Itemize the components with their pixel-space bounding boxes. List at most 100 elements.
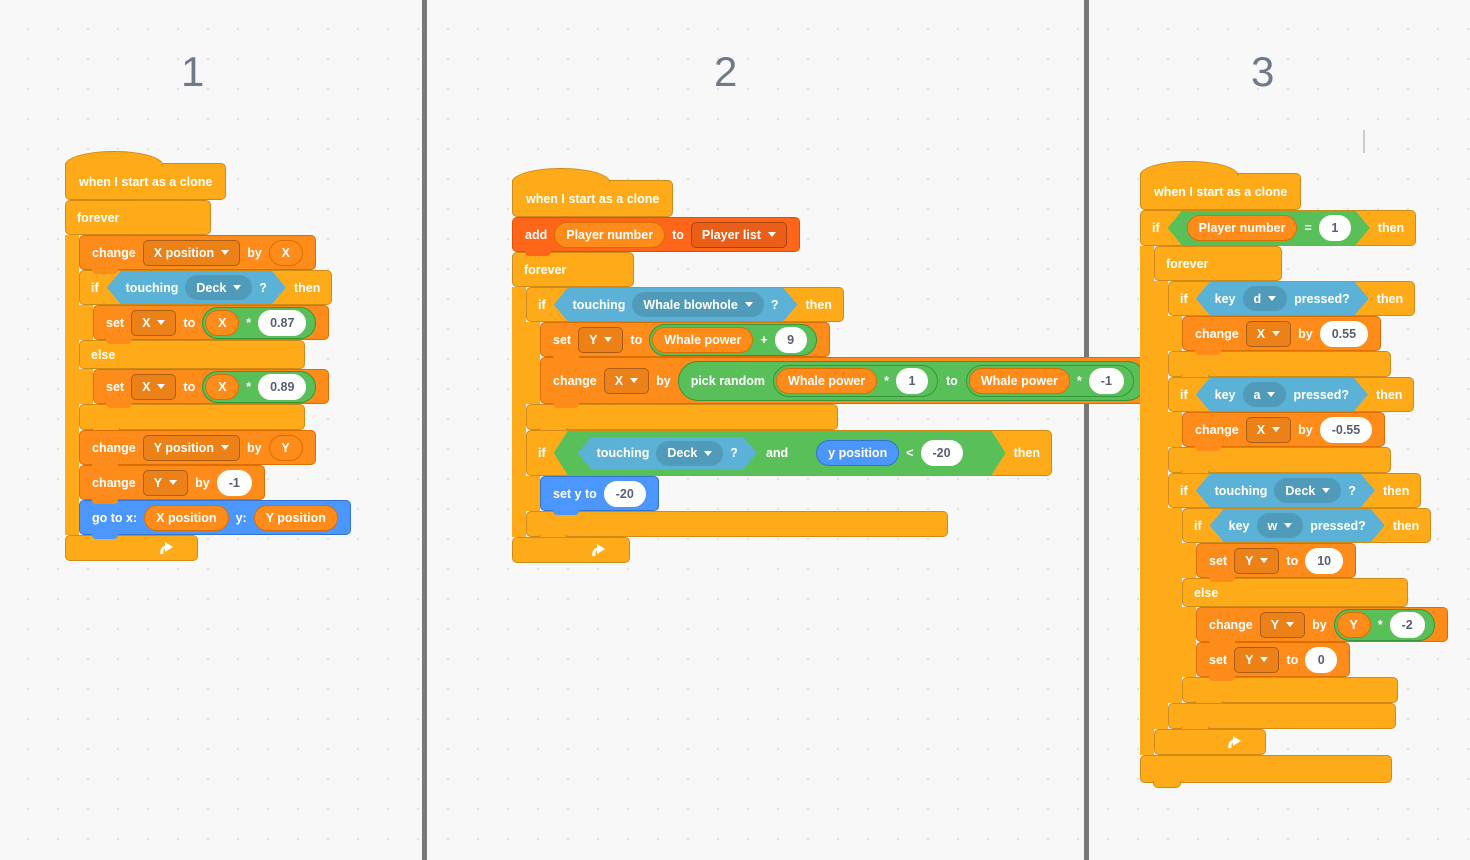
multiply-operator[interactable]: X * 0.89 xyxy=(202,370,317,403)
number-input[interactable]: 1 xyxy=(1319,215,1351,241)
change-variable-block[interactable]: change Y by -1 xyxy=(79,465,265,504)
if-header[interactable]: if key d pressed? then xyxy=(1168,281,1416,316)
number-input[interactable]: 0.89 xyxy=(258,373,307,400)
variable-x-reporter[interactable]: X xyxy=(205,373,240,400)
add-operator[interactable]: Whale power + 9 xyxy=(649,323,817,356)
variable-whale-power-reporter[interactable]: Whale power xyxy=(652,326,754,353)
set-variable-block[interactable]: set Y to 0 xyxy=(1196,642,1351,681)
variable-dropdown[interactable]: X xyxy=(603,367,650,394)
list-dropdown[interactable]: Player list xyxy=(690,221,787,248)
variable-whale-power-reporter[interactable]: Whale power xyxy=(776,367,878,394)
if-footer[interactable] xyxy=(1168,703,1396,734)
if-header[interactable]: if Player number = 1 then xyxy=(1140,210,1417,246)
variable-x-reporter[interactable]: X xyxy=(268,239,303,266)
number-input[interactable]: 1 xyxy=(896,367,928,394)
if-header[interactable]: if touching Whale blowhole ? then xyxy=(526,287,844,322)
number-input[interactable]: -1 xyxy=(1088,367,1124,394)
number-input[interactable]: 0.55 xyxy=(1319,320,1369,347)
else-bar[interactable]: else xyxy=(1182,578,1408,607)
if-block[interactable]: if key d pressed? then xyxy=(1168,281,1416,382)
if-else-block[interactable]: if key w pressed? xyxy=(1182,508,1448,708)
touching-target-dropdown[interactable]: Deck xyxy=(656,441,723,466)
forever-footer[interactable] xyxy=(65,535,198,561)
variable-y-reporter[interactable]: Y xyxy=(1336,611,1371,638)
equals-condition[interactable]: Player number = 1 xyxy=(1168,211,1370,245)
if-footer[interactable] xyxy=(1140,755,1392,788)
number-input[interactable]: -20 xyxy=(921,440,963,466)
forever-header[interactable]: forever xyxy=(512,252,634,287)
number-input[interactable]: 0 xyxy=(1305,646,1338,673)
change-variable-block[interactable]: change Y by Y * xyxy=(1196,607,1448,646)
and-condition[interactable]: touching Deck ? and y position < -20 xyxy=(554,431,1006,475)
if-header[interactable]: if touching Deck ? and y position xyxy=(526,430,1052,476)
forever-block[interactable]: forever if touching Whale blowhole ? the… xyxy=(512,252,1160,563)
when-start-as-clone-hat[interactable]: when I start as a clone xyxy=(511,168,674,217)
variable-dropdown[interactable]: X xyxy=(1245,416,1292,443)
if-else-footer[interactable] xyxy=(1182,677,1398,708)
forever-header[interactable]: forever xyxy=(65,200,211,235)
variable-whale-power-reporter[interactable]: Whale power xyxy=(968,367,1070,394)
variable-dropdown[interactable]: Y xyxy=(1234,547,1280,574)
set-variable-block[interactable]: set X to X * 0.89 xyxy=(93,369,330,408)
touching-condition[interactable]: touching Deck ? xyxy=(578,437,757,470)
multiply-operator[interactable]: Whale power * 1 xyxy=(773,364,938,397)
if-header[interactable]: if touching Deck ? then xyxy=(1168,473,1422,508)
key-pressed-condition[interactable]: key w pressed? xyxy=(1210,509,1385,542)
number-input[interactable]: 9 xyxy=(774,326,807,353)
touching-target-dropdown[interactable]: Whale blowhole xyxy=(632,292,763,317)
change-variable-block[interactable]: change X position by X xyxy=(79,235,316,274)
set-variable-block[interactable]: set Y to Whale power + 9 xyxy=(540,322,830,361)
variable-xposition-reporter[interactable]: X position xyxy=(144,504,229,531)
change-variable-block[interactable]: change X by pick random Whale power * 1 xyxy=(540,357,1160,408)
go-to-xy-block[interactable]: go to x: X position y: Y position xyxy=(79,500,351,539)
variable-player-number-reporter[interactable]: Player number xyxy=(1187,215,1298,241)
touching-condition[interactable]: touching Whale blowhole ? xyxy=(554,288,798,321)
touching-target-dropdown[interactable]: Deck xyxy=(185,275,252,300)
forever-header[interactable]: forever xyxy=(1154,246,1282,281)
number-input[interactable]: 0.87 xyxy=(258,309,307,336)
number-input[interactable]: -0.55 xyxy=(1319,416,1373,443)
if-header[interactable]: if key a pressed? then xyxy=(1168,377,1415,412)
key-dropdown[interactable]: d xyxy=(1243,286,1288,311)
set-variable-block[interactable]: set Y to 10 xyxy=(1196,543,1357,582)
key-dropdown[interactable]: w xyxy=(1257,513,1304,538)
add-to-list-block[interactable]: add Player number to Player list xyxy=(512,217,800,256)
multiply-operator[interactable]: Whale power * -1 xyxy=(965,364,1134,397)
variable-dropdown[interactable]: X position xyxy=(142,239,241,266)
variable-dropdown[interactable]: Y xyxy=(1259,611,1306,638)
change-variable-block[interactable]: change Y position by Y xyxy=(79,430,316,469)
set-y-block[interactable]: set y to -20 xyxy=(540,476,659,515)
if-footer[interactable] xyxy=(1168,351,1391,382)
multiply-operator[interactable]: Y * -2 xyxy=(1333,608,1435,641)
if-block[interactable]: if touching Deck ? then xyxy=(1168,473,1448,734)
key-dropdown[interactable]: a xyxy=(1243,382,1287,407)
if-block[interactable]: if touching Deck ? and y position xyxy=(526,430,1052,542)
pick-random-operator[interactable]: pick random Whale power * 1 to Whale pow… xyxy=(677,360,1147,401)
variable-player-number-reporter[interactable]: Player number xyxy=(554,221,666,248)
else-bar[interactable]: else xyxy=(79,340,305,369)
y-position-reporter[interactable]: y position xyxy=(816,440,899,466)
multiply-operator[interactable]: X * 0.87 xyxy=(202,306,317,339)
number-input[interactable]: -2 xyxy=(1389,611,1425,638)
forever-footer[interactable] xyxy=(512,537,630,563)
forever-footer[interactable] xyxy=(1154,729,1266,755)
touching-condition[interactable]: touching Deck ? xyxy=(107,271,286,304)
touching-condition[interactable]: touching Deck ? xyxy=(1196,474,1375,507)
when-start-as-clone-hat[interactable]: when I start as a clone xyxy=(1140,161,1302,210)
forever-block[interactable]: forever if key d pressed? xyxy=(1154,246,1448,755)
key-pressed-condition[interactable]: key a pressed? xyxy=(1196,378,1368,411)
change-variable-block[interactable]: change X by -0.55 xyxy=(1182,412,1386,451)
variable-dropdown[interactable]: Y position xyxy=(142,434,240,461)
if-footer[interactable] xyxy=(526,511,948,542)
key-pressed-condition[interactable]: key d pressed? xyxy=(1196,282,1369,315)
if-header[interactable]: if key w pressed? xyxy=(1182,508,1432,543)
forever-block[interactable]: forever change X position by X if touchi… xyxy=(65,200,351,561)
if-else-block[interactable]: if touching Deck ? then set xyxy=(79,270,333,435)
when-start-as-clone-hat[interactable]: when I start as a clone xyxy=(65,151,227,200)
change-variable-block[interactable]: change X by 0.55 xyxy=(1182,316,1382,355)
if-block[interactable]: if Player number = 1 then forever if xyxy=(1140,210,1448,788)
variable-dropdown[interactable]: X xyxy=(1245,320,1292,347)
variable-dropdown[interactable]: Y xyxy=(578,326,624,353)
variable-yposition-reporter[interactable]: Y position xyxy=(253,504,338,531)
variable-dropdown[interactable]: Y xyxy=(1234,646,1280,673)
